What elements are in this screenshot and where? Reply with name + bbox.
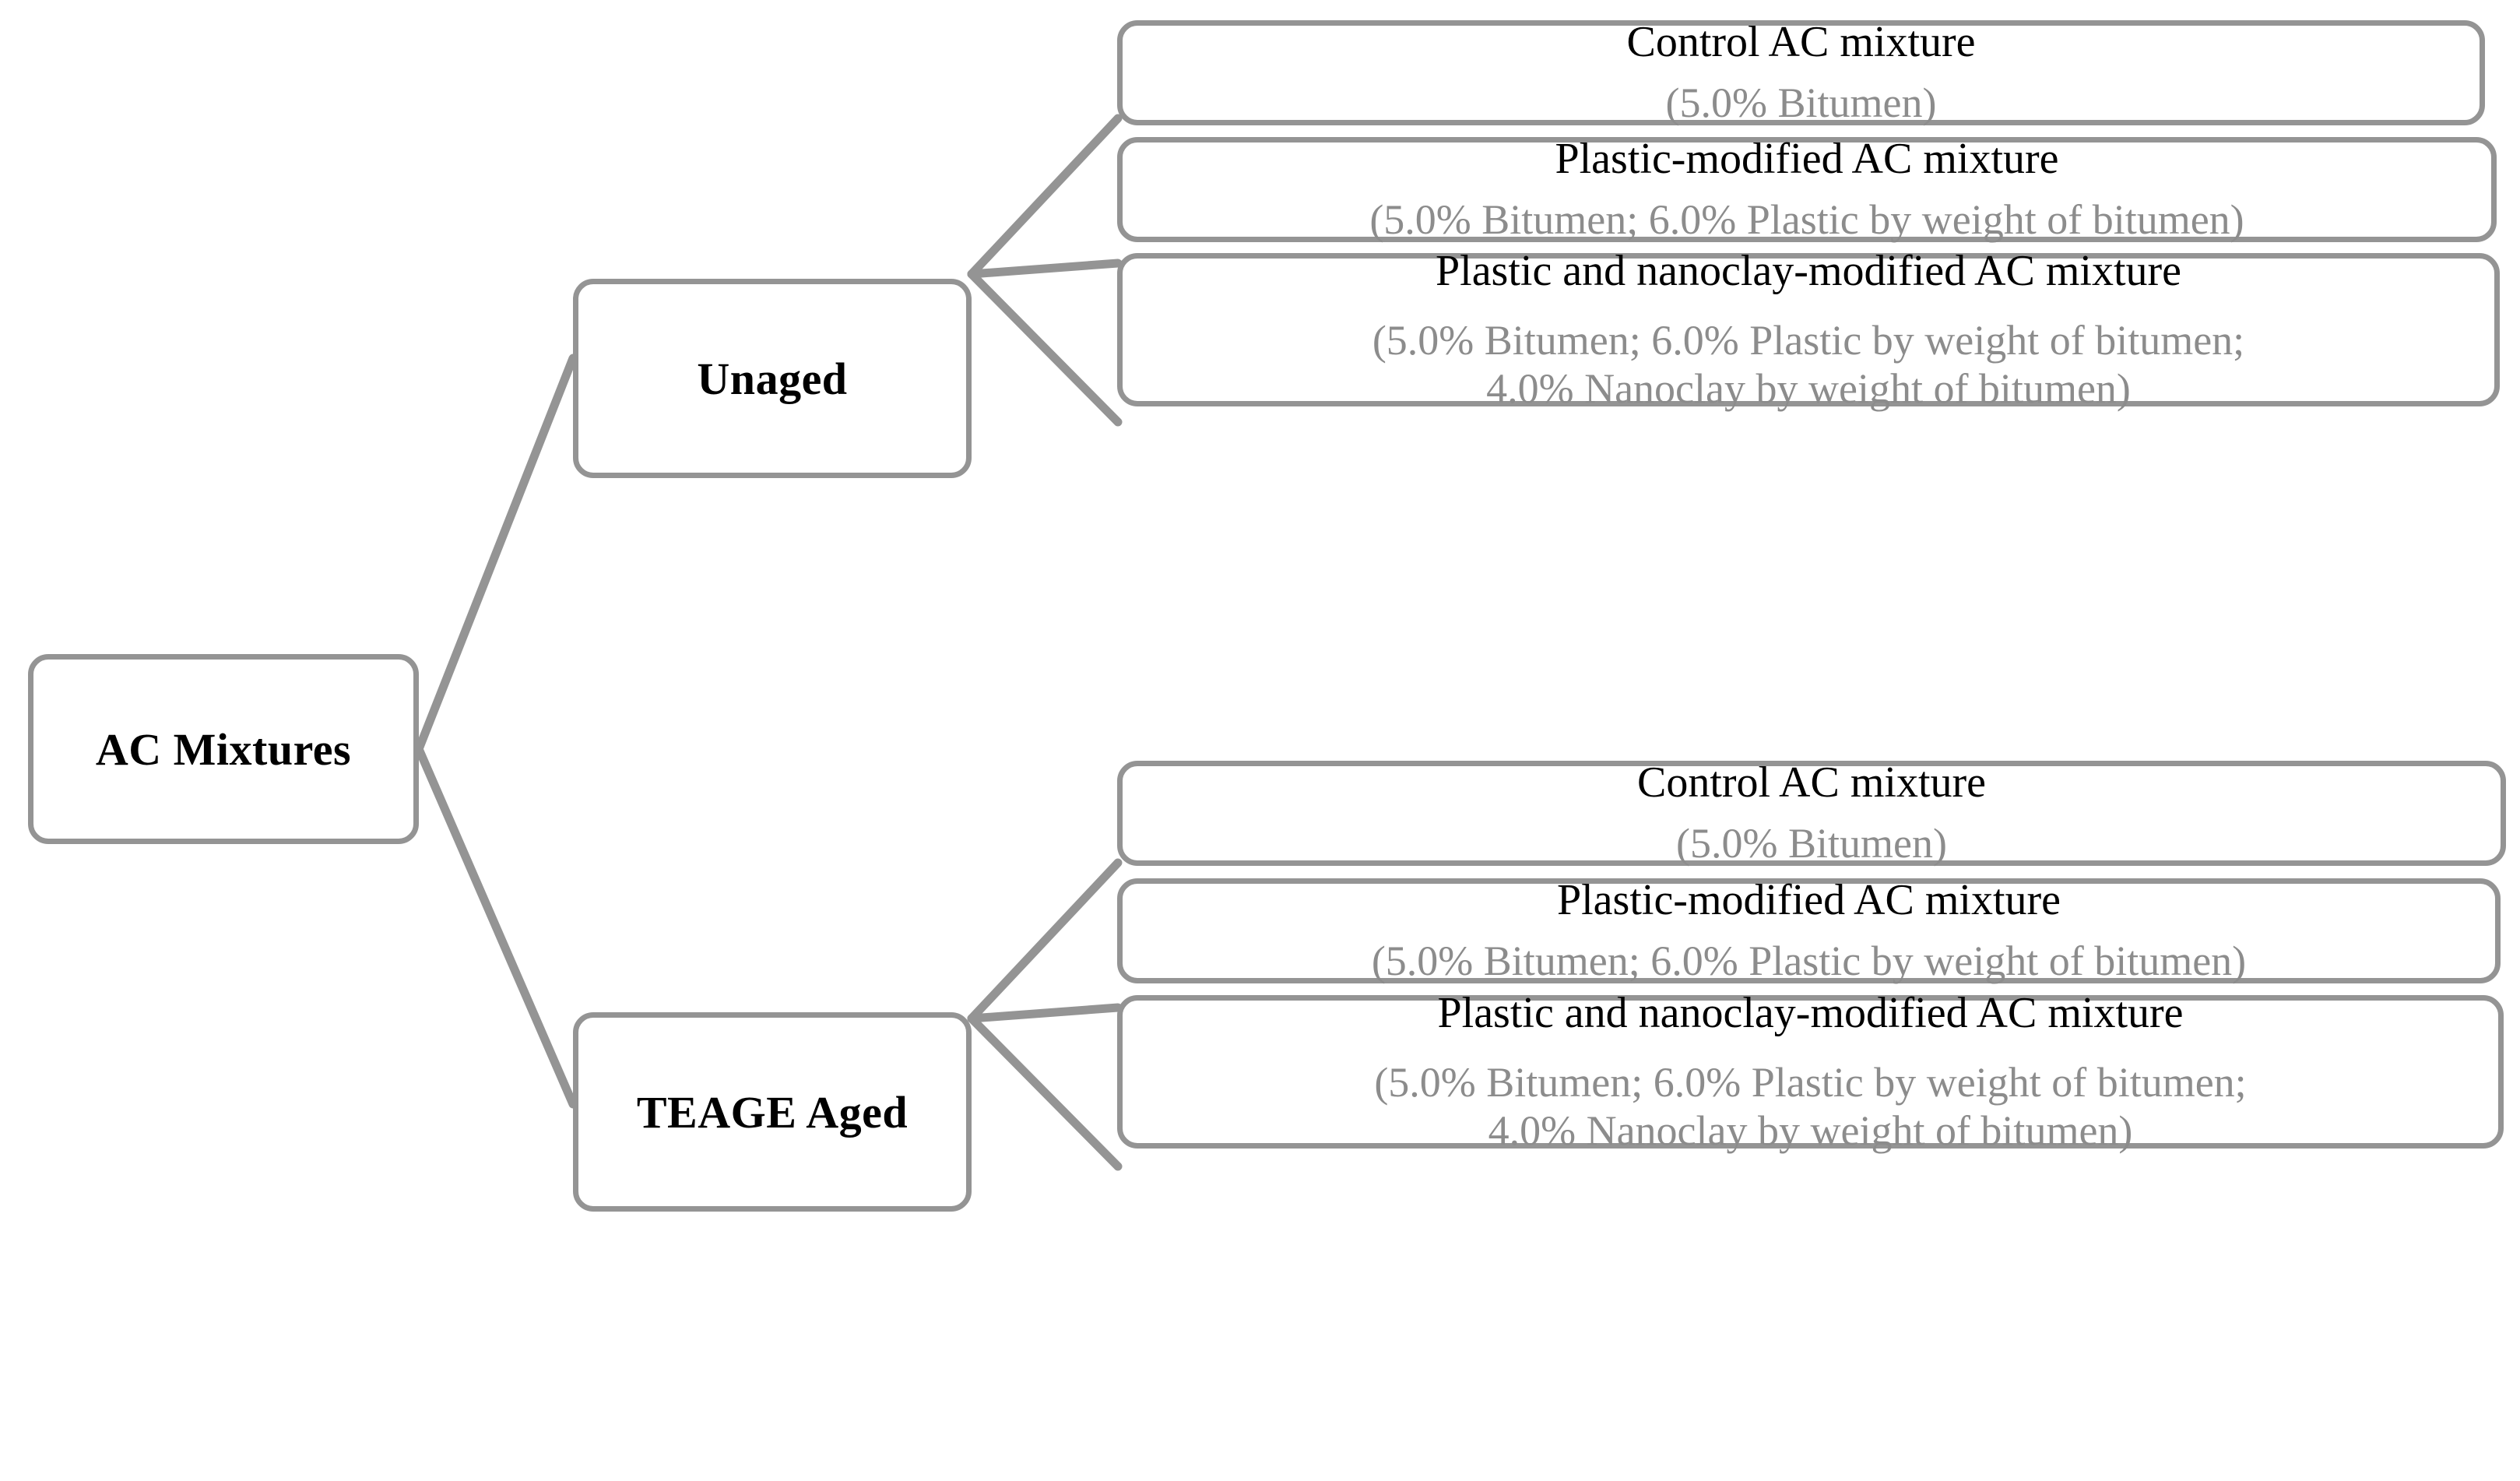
node-aged-control-subtitle: (5.0% Bitumen) <box>1676 820 1947 867</box>
edge-unaged-to-plastic-nanoclay <box>967 269 1123 427</box>
node-unaged-control-subtitle: (5.0% Bitumen) <box>1665 79 1937 127</box>
edge-unaged-to-control <box>967 114 1123 279</box>
node-unaged-control-title: Control AC mixture <box>1626 18 1976 67</box>
edge-teage-aged-to-control <box>967 858 1123 1023</box>
node-aged-plastic-title: Plastic-modified AC mixture <box>1556 876 2061 925</box>
node-aged-plastic-nanoclay-title: Plastic and nanoclay-modified AC mixture <box>1437 988 2184 1037</box>
node-ac-mixtures[interactable]: AC Mixtures <box>28 654 419 844</box>
node-aged-plastic-subtitle: (5.0% Bitumen; 6.0% Plastic by weight of… <box>1371 937 2247 985</box>
edge-root-to-unaged <box>414 354 578 754</box>
edge-unaged-to-plastic <box>967 259 1123 279</box>
node-aged-plastic-nanoclay[interactable]: Plastic and nanoclay-modified AC mixture… <box>1117 989 2504 1154</box>
node-unaged-plastic-nanoclay-subtitle: (5.0% Bitumen; 6.0% Plastic by weight of… <box>1372 317 2245 412</box>
node-unaged-plastic-nanoclay[interactable]: Plastic and nanoclay-modified AC mixture… <box>1117 247 2500 412</box>
node-unaged-control[interactable]: Control AC mixture (5.0% Bitumen) <box>1117 18 2485 127</box>
node-aged-plastic-nanoclay-subtitle: (5.0% Bitumen; 6.0% Plastic by weight of… <box>1374 1059 2247 1154</box>
edge-teage-aged-to-plastic <box>967 1003 1123 1023</box>
node-ac-mixtures-label: AC Mixtures <box>95 723 352 775</box>
node-unaged-plastic-title: Plastic-modified AC mixture <box>1555 135 2059 184</box>
node-aged-plastic[interactable]: Plastic-modified AC mixture (5.0% Bitume… <box>1117 876 2501 985</box>
node-unaged-plastic-subtitle: (5.0% Bitumen; 6.0% Plastic by weight of… <box>1369 196 2244 244</box>
edge-root-to-teage-aged <box>414 744 578 1109</box>
edge-teage-aged-to-plastic-nanoclay <box>967 1014 1123 1171</box>
node-unaged[interactable]: Unaged <box>573 279 972 478</box>
node-aged-control-title: Control AC mixture <box>1637 758 1986 807</box>
node-unaged-plastic-nanoclay-title: Plastic and nanoclay-modified AC mixture <box>1435 246 2181 295</box>
node-teage-aged[interactable]: TEAGE Aged <box>573 1012 972 1212</box>
node-teage-aged-label: TEAGE Aged <box>636 1086 909 1138</box>
node-unaged-label: Unaged <box>697 353 848 404</box>
node-aged-control[interactable]: Control AC mixture (5.0% Bitumen) <box>1117 758 2506 867</box>
node-unaged-plastic[interactable]: Plastic-modified AC mixture (5.0% Bitume… <box>1117 135 2497 244</box>
